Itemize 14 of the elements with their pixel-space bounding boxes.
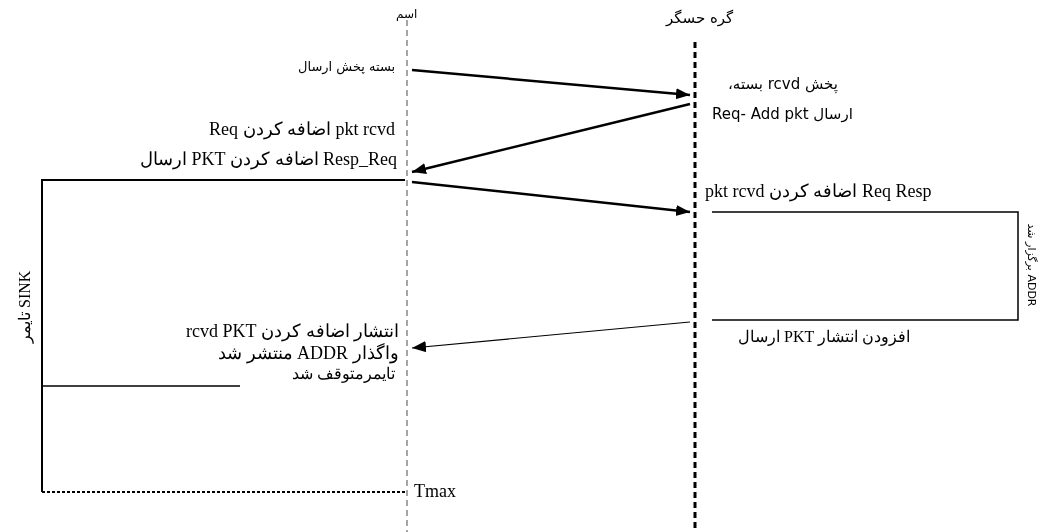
vertical-label: تایمر SINK: [16, 270, 34, 343]
message-label: Req Resp اضافه کردن pkt rcvd: [705, 182, 932, 202]
message-label: انتشار اضافه کردن rcvd PKT: [186, 322, 399, 342]
lifeline-label: گره حسگر: [666, 10, 734, 27]
message-label: پخش rcvd بسته،: [728, 76, 838, 93]
vertical-label: ADDR برگزار شد: [1023, 223, 1036, 307]
arrow: [411, 68, 691, 100]
message-label: Tmax: [414, 482, 456, 502]
arrow: [411, 321, 691, 353]
lifeline-label: اسم: [396, 8, 418, 22]
arrow: [411, 180, 691, 217]
message-label: ارسال Req- Add pkt: [712, 106, 853, 123]
arrow: [411, 102, 691, 175]
message-label: Resp_Req اضافه کردن PKT ارسال: [140, 150, 397, 170]
